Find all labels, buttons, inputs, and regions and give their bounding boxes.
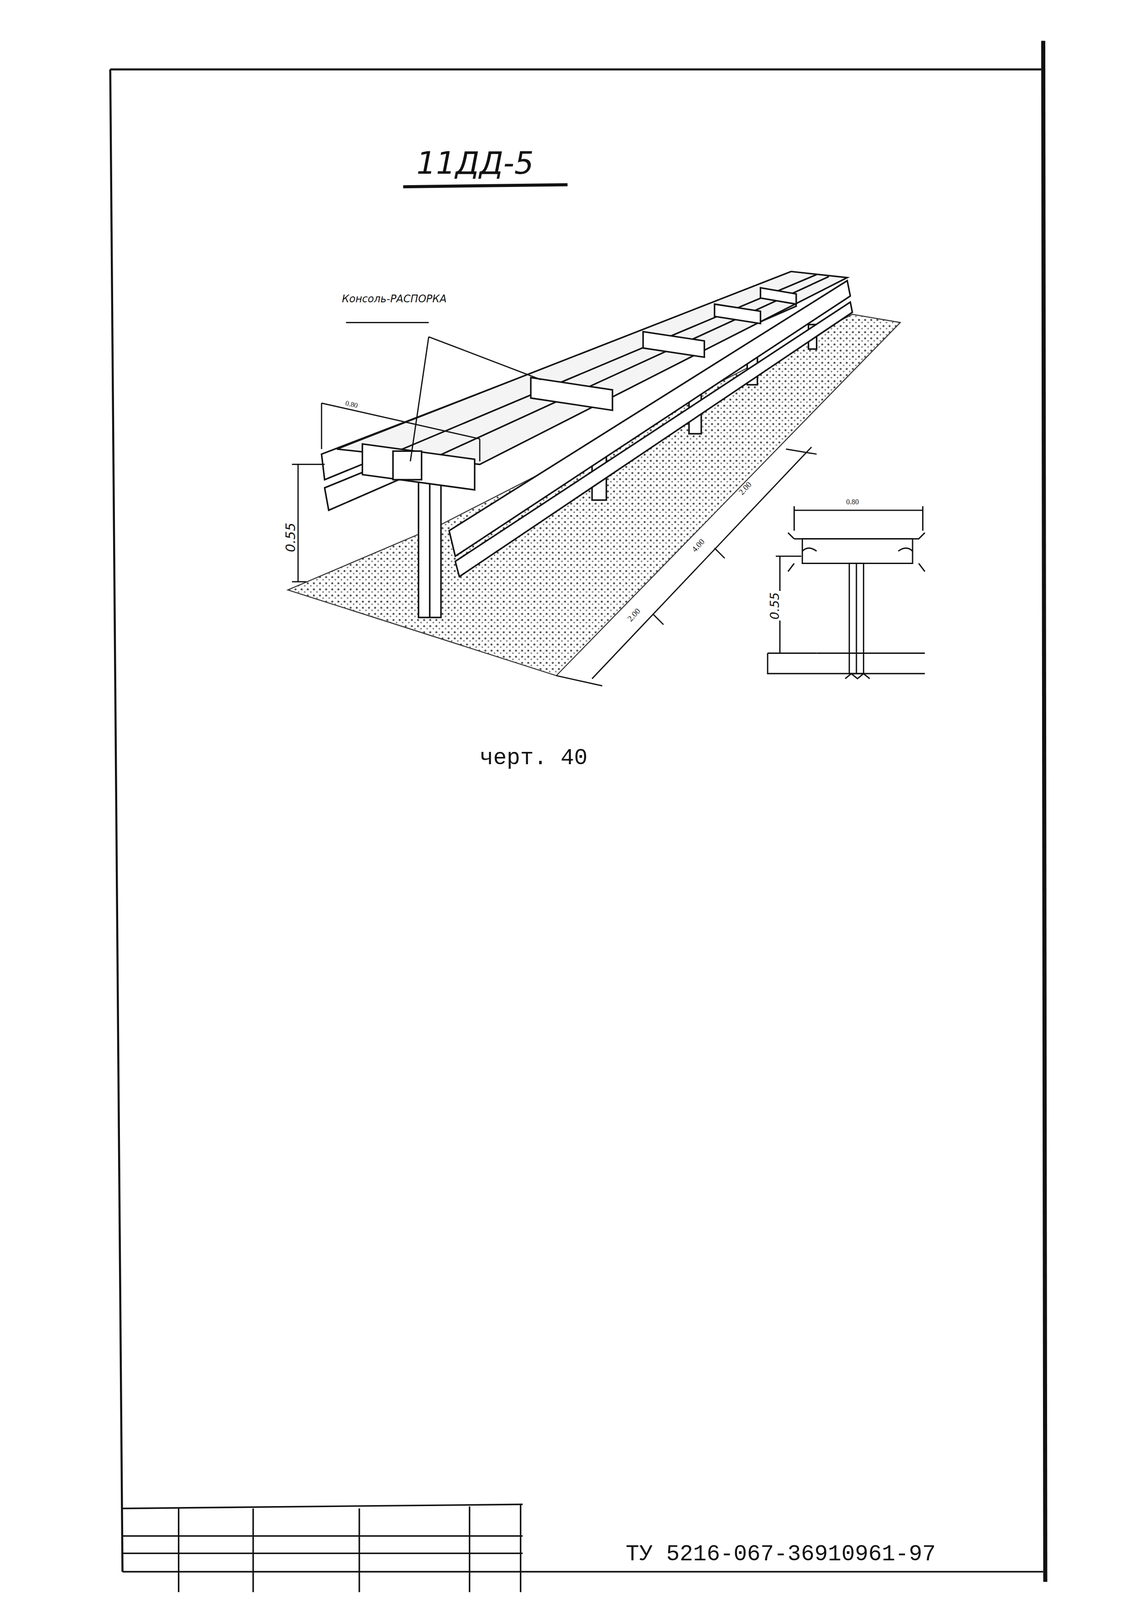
dimension: 4.00	[690, 537, 708, 555]
dimension: 0.55	[283, 521, 297, 554]
drawing-title: 11ДД-5	[416, 148, 534, 179]
part-name: Консоль-РАСПОРКА	[341, 294, 448, 305]
dimension: 0.80	[845, 499, 860, 507]
dimension: 0.55	[768, 591, 781, 621]
dimension: 2.00	[625, 606, 644, 624]
document-code: ТУ 5216-067-36910961-97	[625, 1544, 936, 1567]
figure-caption: черт. 40	[479, 748, 588, 771]
